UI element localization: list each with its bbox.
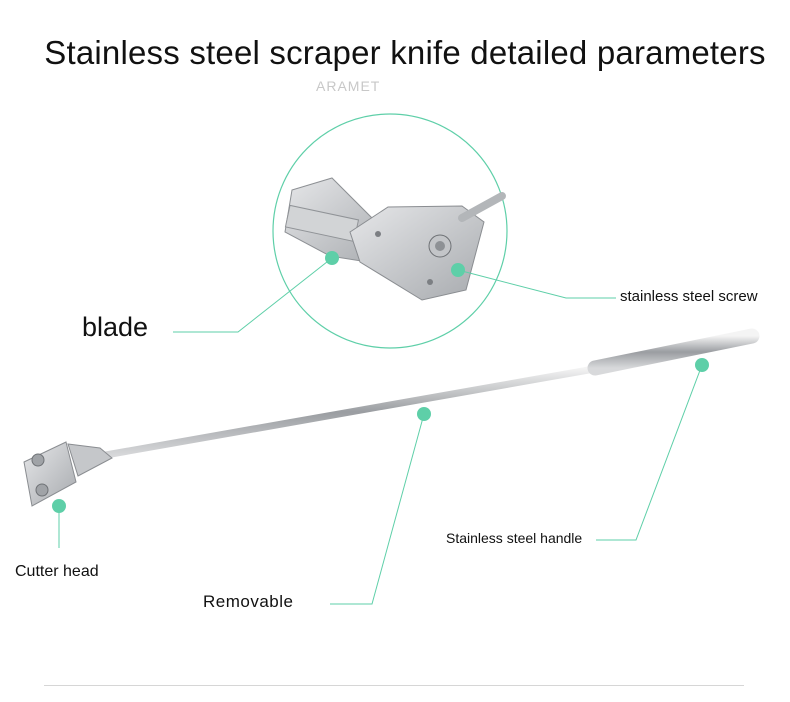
- detail-zoom-circle: [272, 113, 508, 349]
- label-blade: blade: [82, 312, 149, 342]
- scraper-rod: [96, 364, 604, 460]
- callout-dot-blade: [325, 251, 339, 265]
- scraper-tool: [23, 328, 760, 507]
- leader-screw: [457, 269, 616, 299]
- zoom-rivet: [375, 231, 381, 237]
- label-stainless-steel-handle: Stainless steel handle: [446, 530, 583, 546]
- label-removable: Removable: [203, 592, 294, 611]
- scraper-handle: [587, 328, 760, 376]
- leader-removable: [330, 413, 425, 605]
- label-cutter-head: Cutter head: [15, 563, 99, 580]
- watermark: ARAMET: [316, 78, 381, 94]
- leader-handle: [596, 364, 703, 541]
- zoom-rod: [458, 192, 506, 222]
- zoom-hole: [427, 279, 433, 285]
- scraper-neck: [67, 443, 113, 477]
- head-rivet-bottom: [35, 483, 49, 497]
- bottom-divider: [44, 685, 744, 686]
- scraper-head: [23, 441, 77, 507]
- zoomed-blade-holder: [284, 177, 506, 301]
- callout-dot-handle: [695, 358, 709, 372]
- zoom-screw-center: [435, 241, 445, 251]
- leader-blade: [173, 257, 333, 333]
- callout-dot-cutter: [52, 499, 66, 513]
- callout-dot-removable: [417, 407, 431, 421]
- head-rivet-top: [31, 453, 45, 467]
- page-title: Stainless steel scraper knife detailed p…: [44, 34, 766, 71]
- label-stainless-steel-screw: stainless steel screw: [620, 288, 758, 305]
- callout-dot-screw: [451, 263, 465, 277]
- zoom-holder-plate: [349, 205, 485, 301]
